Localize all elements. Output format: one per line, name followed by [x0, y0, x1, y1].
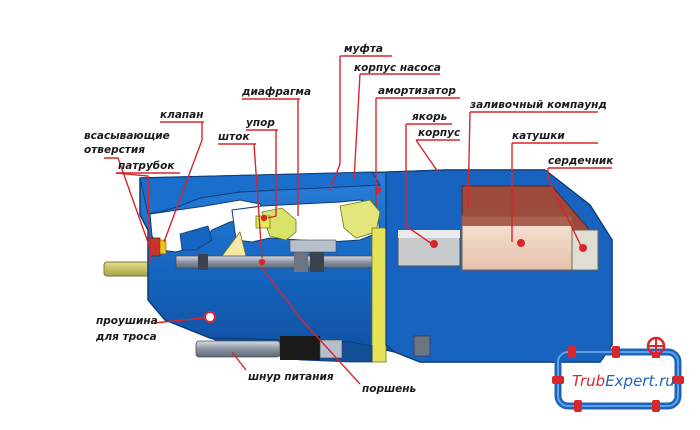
label-patrubok: патрубок	[118, 160, 175, 172]
rod-holder	[289, 239, 337, 253]
lower-nut	[413, 335, 431, 357]
label-upor: упор	[246, 117, 275, 129]
logo-joint-5	[574, 400, 582, 412]
label-mufta: муфта	[344, 43, 383, 55]
leader-patrubok	[115, 172, 151, 265]
label-korpus: корпус	[418, 127, 461, 139]
pump-body	[103, 169, 613, 363]
logo-brand-part3: .ru	[654, 372, 674, 390]
leader-porshen	[261, 267, 361, 385]
power-cord-gland	[280, 336, 320, 360]
leader-serdechnik	[547, 168, 583, 249]
armature-marker	[430, 240, 438, 248]
leader-shtok	[253, 143, 263, 259]
logo-brand-text: TrubExpert.ru	[572, 372, 675, 390]
logo-joint-3	[552, 376, 564, 384]
labels: муфта корпус насоса диафрагма амортизато…	[84, 43, 614, 395]
armature-highlight	[398, 230, 460, 238]
label-diafragma: диафрагма	[241, 86, 311, 98]
leader-lines	[104, 55, 612, 385]
power-cord-sheath	[195, 340, 281, 358]
label-vsasyvayushchie-1: всасывающие	[84, 130, 170, 142]
nut-2	[310, 250, 324, 272]
inlet-cavity-2	[179, 225, 213, 251]
logo-valve-stem	[652, 352, 660, 358]
label-vsasyvayushchie-2: отверстия	[84, 144, 145, 156]
leader-proushina	[153, 317, 205, 324]
leader-klapan	[163, 122, 203, 243]
coil-top-compound	[462, 216, 572, 226]
armature-plate	[371, 227, 387, 363]
logo-joint-2	[612, 346, 620, 358]
label-zalivochny-kompaund: заливочный компаунд	[469, 99, 607, 111]
label-serdechnik: сердечник	[548, 155, 614, 167]
trubexpert-logo: TrubExpert.ru	[552, 336, 684, 412]
label-porshen: поршень	[362, 383, 417, 395]
logo-brand-part2: Expert	[605, 372, 655, 390]
label-proushina-1: проушина	[96, 315, 158, 327]
leader-upor	[267, 130, 277, 219]
valve-seat	[159, 239, 167, 255]
nut-3	[294, 250, 308, 272]
logo-joint-1	[568, 346, 576, 358]
label-amortizator: амортизатор	[378, 85, 456, 97]
leader-mufta	[329, 56, 341, 191]
leader-yakor	[405, 124, 433, 245]
leader-zalivochny	[467, 111, 471, 209]
shaft-marker	[258, 258, 266, 266]
logo-joint-4	[672, 376, 684, 384]
lifting-eye	[204, 311, 216, 323]
leader-shnur	[231, 351, 247, 371]
shaft	[175, 255, 397, 269]
leader-korpus	[415, 139, 439, 173]
label-klapan: клапан	[160, 109, 204, 121]
label-katushki: катушки	[512, 130, 565, 142]
nut-1	[198, 254, 208, 270]
label-yakor: якорь	[411, 111, 448, 123]
label-shnur-pitaniya: шнур питания	[248, 371, 334, 383]
logo-brand-part1: Trub	[572, 372, 605, 390]
label-korpus-nasosa: корпус насоса	[354, 62, 441, 74]
diaphragm-marker	[260, 214, 268, 222]
inlet-nozzle	[103, 261, 151, 277]
logo-joint-6	[652, 400, 660, 412]
valve-marker	[152, 243, 160, 251]
power-cord-plug	[319, 339, 343, 359]
label-proushina-2: для троса	[95, 331, 157, 343]
leader-vsasyvayushchie	[104, 157, 151, 249]
coil-marker	[517, 239, 525, 247]
leader-korpus-nasosa	[353, 73, 361, 181]
label-shtok: шток	[218, 131, 250, 143]
